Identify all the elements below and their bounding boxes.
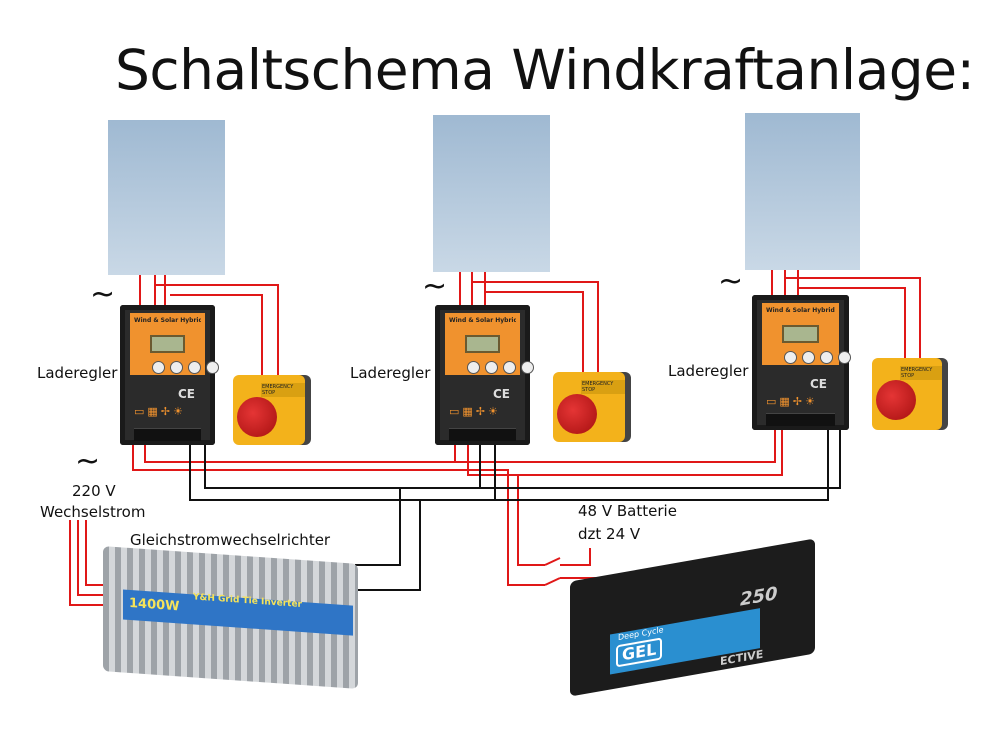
wind-turbine-1 [108,120,225,275]
ac-symbol: ~ [718,264,744,299]
battery-solar-wind-icons: ▭▦✢☀ [766,395,818,408]
controller-label-1: Laderegler [37,364,118,382]
ac-type-label: Wechselstrom [40,503,146,521]
wind-turbine-2 [433,115,550,272]
emergency-stop-1: EMERGENCY STOP [233,375,305,445]
battery-solar-wind-icons: ▭▦✢☀ [134,405,186,418]
battery-note: dzt 24 V [578,525,641,543]
ac-symbol: ~ [75,444,101,479]
estop-tag: EMERGENCY STOP [581,380,625,394]
lcd-display [465,335,500,353]
estop-button-icon [237,397,277,437]
battery-capacity: 250 [740,582,778,611]
ac-symbol: ~ [422,269,448,304]
terminal-block [134,428,201,441]
terminal-block [449,428,516,441]
terminal-block [766,413,835,426]
estop-tag: EMERGENCY STOP [261,383,305,397]
controller-header: Wind & Solar Hybrid Controller [449,317,516,324]
ce-mark: CE [178,387,196,401]
emergency-stop-2: EMERGENCY STOP [553,372,625,442]
controller-header: Wind & Solar Hybrid Controller [766,307,835,314]
battery-type-line2: GEL [616,637,663,668]
estop-button-icon [876,380,916,420]
lcd-display [782,325,819,343]
wind-turbine-3 [745,113,860,270]
emergency-stop-3: EMERGENCY STOP [872,358,942,430]
grid-tie-inverter: 1400W Y&H Grid Tie Inverter [103,546,358,689]
inverter-label: Gleichstromwechselrichter [130,531,331,549]
estop-tag: EMERGENCY STOP [900,366,942,380]
controller-label-2: Laderegler [350,364,431,382]
inverter-model: 1400W [129,595,180,615]
estop-button-icon [557,394,597,434]
battery-label: 48 V Batterie [578,502,677,520]
ce-mark: CE [810,377,828,391]
controller-header: Wind & Solar Hybrid Controller [134,317,201,324]
charge-controller-1: Wind & Solar Hybrid Controller CE ▭▦✢☀ [120,305,219,445]
inverter-brand: Y&H Grid Tie Inverter [193,592,302,610]
lcd-display [150,335,185,353]
controller-label-3: Laderegler [668,362,749,380]
charge-controller-3: Wind & Solar Hybrid Controller CE ▭▦✢☀ [752,295,851,430]
charge-controller-2: Wind & Solar Hybrid Controller CE ▭▦✢☀ [435,305,534,445]
ac-voltage-label: 220 V [72,482,116,500]
ce-mark: CE [493,387,511,401]
page-title: Schaltschema Windkraftanlage: [115,38,975,102]
battery-solar-wind-icons: ▭▦✢☀ [449,405,501,418]
ac-symbol: ~ [90,277,116,312]
